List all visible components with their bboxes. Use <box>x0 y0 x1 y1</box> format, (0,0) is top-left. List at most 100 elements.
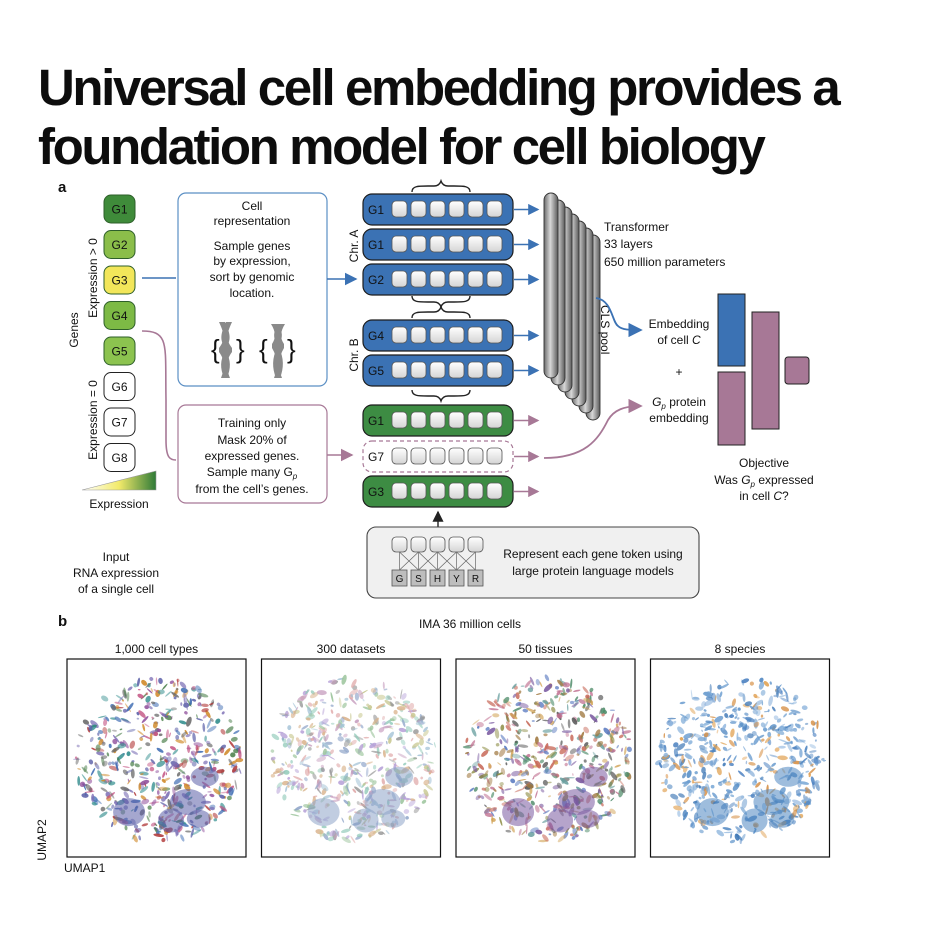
umap-cluster <box>371 750 382 754</box>
umap-cluster <box>307 744 313 747</box>
umap-cluster <box>100 773 110 777</box>
umap-cluster <box>500 734 507 743</box>
umap-cluster <box>610 736 615 744</box>
gene-token <box>429 447 446 465</box>
umap-cluster <box>721 709 727 713</box>
umap-cluster <box>589 690 593 697</box>
umap-cluster <box>103 719 108 726</box>
umap-cluster <box>115 732 123 738</box>
umap-cluster <box>206 742 213 748</box>
umap-cluster <box>557 679 564 687</box>
umap-cluster <box>349 689 359 696</box>
umap-cluster <box>318 736 323 743</box>
umap-cluster <box>751 731 757 736</box>
umap-cluster <box>312 736 317 743</box>
umap-cluster <box>730 720 738 723</box>
umap-cluster <box>805 770 810 773</box>
umap-cluster <box>287 776 291 780</box>
umap-cluster <box>185 830 192 833</box>
umap-cluster <box>127 686 133 691</box>
umap-cluster <box>115 762 119 772</box>
umap-cluster <box>139 737 144 741</box>
umap-cluster <box>585 744 590 749</box>
umap-cluster <box>556 782 563 789</box>
umap-cluster <box>609 709 615 711</box>
umap-cluster <box>608 752 613 761</box>
umap-cluster <box>172 682 176 688</box>
umap-cluster <box>733 755 737 762</box>
umap-cluster <box>146 815 150 823</box>
umap-cluster <box>735 826 742 833</box>
umap-cluster <box>533 702 541 706</box>
umap-cluster <box>276 782 283 789</box>
umap-cluster <box>728 772 732 781</box>
umap-cluster <box>415 733 424 740</box>
umap-cluster <box>484 786 490 792</box>
umap-cluster <box>301 739 307 746</box>
umap-cluster <box>227 795 232 801</box>
umap-cluster <box>709 716 716 719</box>
umap-cluster <box>101 695 109 702</box>
umap-cluster <box>623 734 627 739</box>
gene-token <box>448 326 465 344</box>
umap-cluster <box>300 730 305 734</box>
umap-cluster <box>335 722 341 732</box>
umap-cluster <box>759 677 764 683</box>
umap-cluster <box>389 718 395 722</box>
umap-cluster <box>322 748 327 756</box>
umap-cluster <box>760 830 767 839</box>
umap-cluster <box>216 769 225 774</box>
umap-cluster <box>101 779 106 782</box>
umap-cluster <box>731 708 738 713</box>
umap-cluster <box>525 720 531 727</box>
umap-cluster <box>282 742 288 748</box>
umap-cluster <box>518 828 522 836</box>
umap-cluster <box>752 792 757 795</box>
umap-cluster <box>563 747 569 758</box>
gene-chip <box>103 443 136 472</box>
umap-cluster <box>520 685 525 688</box>
umap-cluster <box>782 687 788 695</box>
umap-cluster <box>777 728 780 731</box>
umap-cluster <box>343 733 348 738</box>
umap-cluster <box>543 683 553 693</box>
umap-cluster <box>573 829 579 837</box>
brace-icon: { <box>259 334 268 364</box>
umap-cluster <box>350 835 356 844</box>
umap-cluster <box>769 754 779 758</box>
umap-cluster <box>511 825 515 833</box>
umap-cluster <box>381 809 406 828</box>
umap-cluster <box>579 710 586 718</box>
umap-cluster <box>310 707 318 715</box>
umap-cluster <box>814 781 820 791</box>
umap-cluster <box>335 828 340 837</box>
umap-cluster <box>619 779 625 787</box>
attention-line <box>418 551 438 571</box>
umap-cluster <box>557 834 566 843</box>
umap-cluster <box>808 767 816 775</box>
umap-cluster <box>320 764 325 769</box>
umap-cluster <box>369 742 377 749</box>
umap-cluster <box>542 761 549 768</box>
umap-cluster <box>811 781 815 790</box>
umap-cluster <box>411 708 417 713</box>
umap-cluster <box>329 830 336 837</box>
umap-cluster <box>173 696 177 700</box>
gene-token <box>467 235 484 253</box>
umap-cluster <box>155 677 158 686</box>
umap-cluster <box>615 731 619 735</box>
umap-cluster <box>559 777 569 785</box>
umap-cluster <box>89 736 94 743</box>
umap-cluster <box>136 717 140 720</box>
umap-cluster <box>514 780 521 787</box>
umap-cluster <box>539 748 545 753</box>
umap-cluster <box>483 793 492 801</box>
umap-cluster <box>186 744 191 753</box>
umap-cluster <box>769 681 772 685</box>
umap-cluster <box>310 728 319 731</box>
umap-cluster <box>341 716 351 722</box>
umap-cluster <box>112 729 117 732</box>
objective-question-line: in cell C? <box>739 489 789 503</box>
umap-cluster <box>551 726 558 734</box>
